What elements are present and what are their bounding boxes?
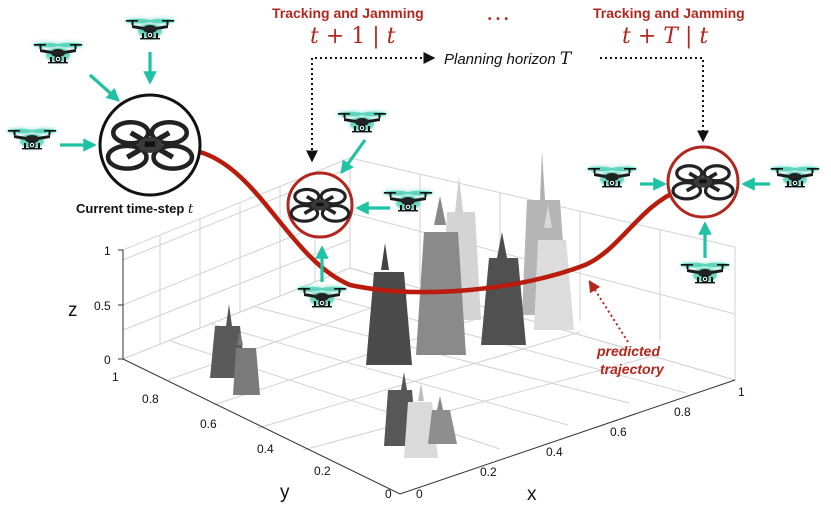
- drone-icon: [7, 129, 57, 150]
- x-tick-0.4: 0.4: [546, 445, 563, 459]
- y-tick-0.8: 0.8: [142, 392, 159, 406]
- z-tick-0.5: 0.5: [94, 299, 111, 313]
- math-t-plus-T: t + T | t: [622, 24, 708, 49]
- predicted-trajectory-line: [197, 149, 683, 295]
- x-tick-0.6: 0.6: [610, 425, 627, 439]
- tracking-label-right: Tracking and Jamming: [593, 5, 745, 21]
- y-tick-0.2: 0.2: [314, 464, 331, 478]
- x-axis-label: x: [527, 484, 537, 505]
- arrow-icon: [88, 73, 121, 102]
- x-tick-1: 1: [738, 385, 745, 399]
- trajectory-pointer-arrow: [588, 279, 629, 343]
- z-ticks: 1 0.5 0: [94, 244, 111, 367]
- x-tick-0.2: 0.2: [480, 465, 497, 479]
- x-tick-0.8: 0.8: [674, 405, 691, 419]
- ellipsis: • • •: [488, 14, 509, 25]
- predicted-label-line2: trajectory: [600, 361, 665, 377]
- drone-icon: [297, 287, 347, 308]
- z-tick-0: 0: [104, 353, 111, 367]
- current-timestep-label: Current time-step t: [76, 201, 194, 217]
- tracking-label-left: Tracking and Jamming: [272, 5, 424, 21]
- arrow-icon: [340, 139, 367, 175]
- y-tick-0: 0: [385, 487, 392, 501]
- drone-icon: [770, 167, 820, 188]
- drone-icon: [33, 43, 83, 64]
- y-tick-1: 1: [112, 370, 119, 384]
- drone-icon: [337, 112, 387, 133]
- planning-horizon-label: Planning horizon T: [444, 49, 573, 69]
- buildings: [210, 150, 574, 458]
- drone-icon: [383, 191, 433, 212]
- y-tick-0.4: 0.4: [257, 442, 274, 456]
- y-tick-0.6: 0.6: [200, 417, 217, 431]
- z-axis-label: z: [68, 300, 78, 321]
- z-tick-1: 1: [104, 244, 111, 258]
- predicted-label-line1: predicted: [596, 343, 660, 359]
- drone-icon: [125, 19, 175, 40]
- x-tick-0: 0: [416, 487, 423, 501]
- planning-horizon-bracket: [306, 52, 709, 163]
- x-ticks: 0 0.2 0.4 0.6 0.8 1: [416, 385, 745, 501]
- y-axis-label: y: [280, 482, 290, 503]
- drone-icon: [680, 263, 730, 284]
- math-t-plus-1: t + 1 | t: [310, 24, 396, 49]
- drone-icon: [587, 167, 637, 188]
- y-ticks: 1 0.8 0.6 0.4 0.2 0: [112, 370, 392, 501]
